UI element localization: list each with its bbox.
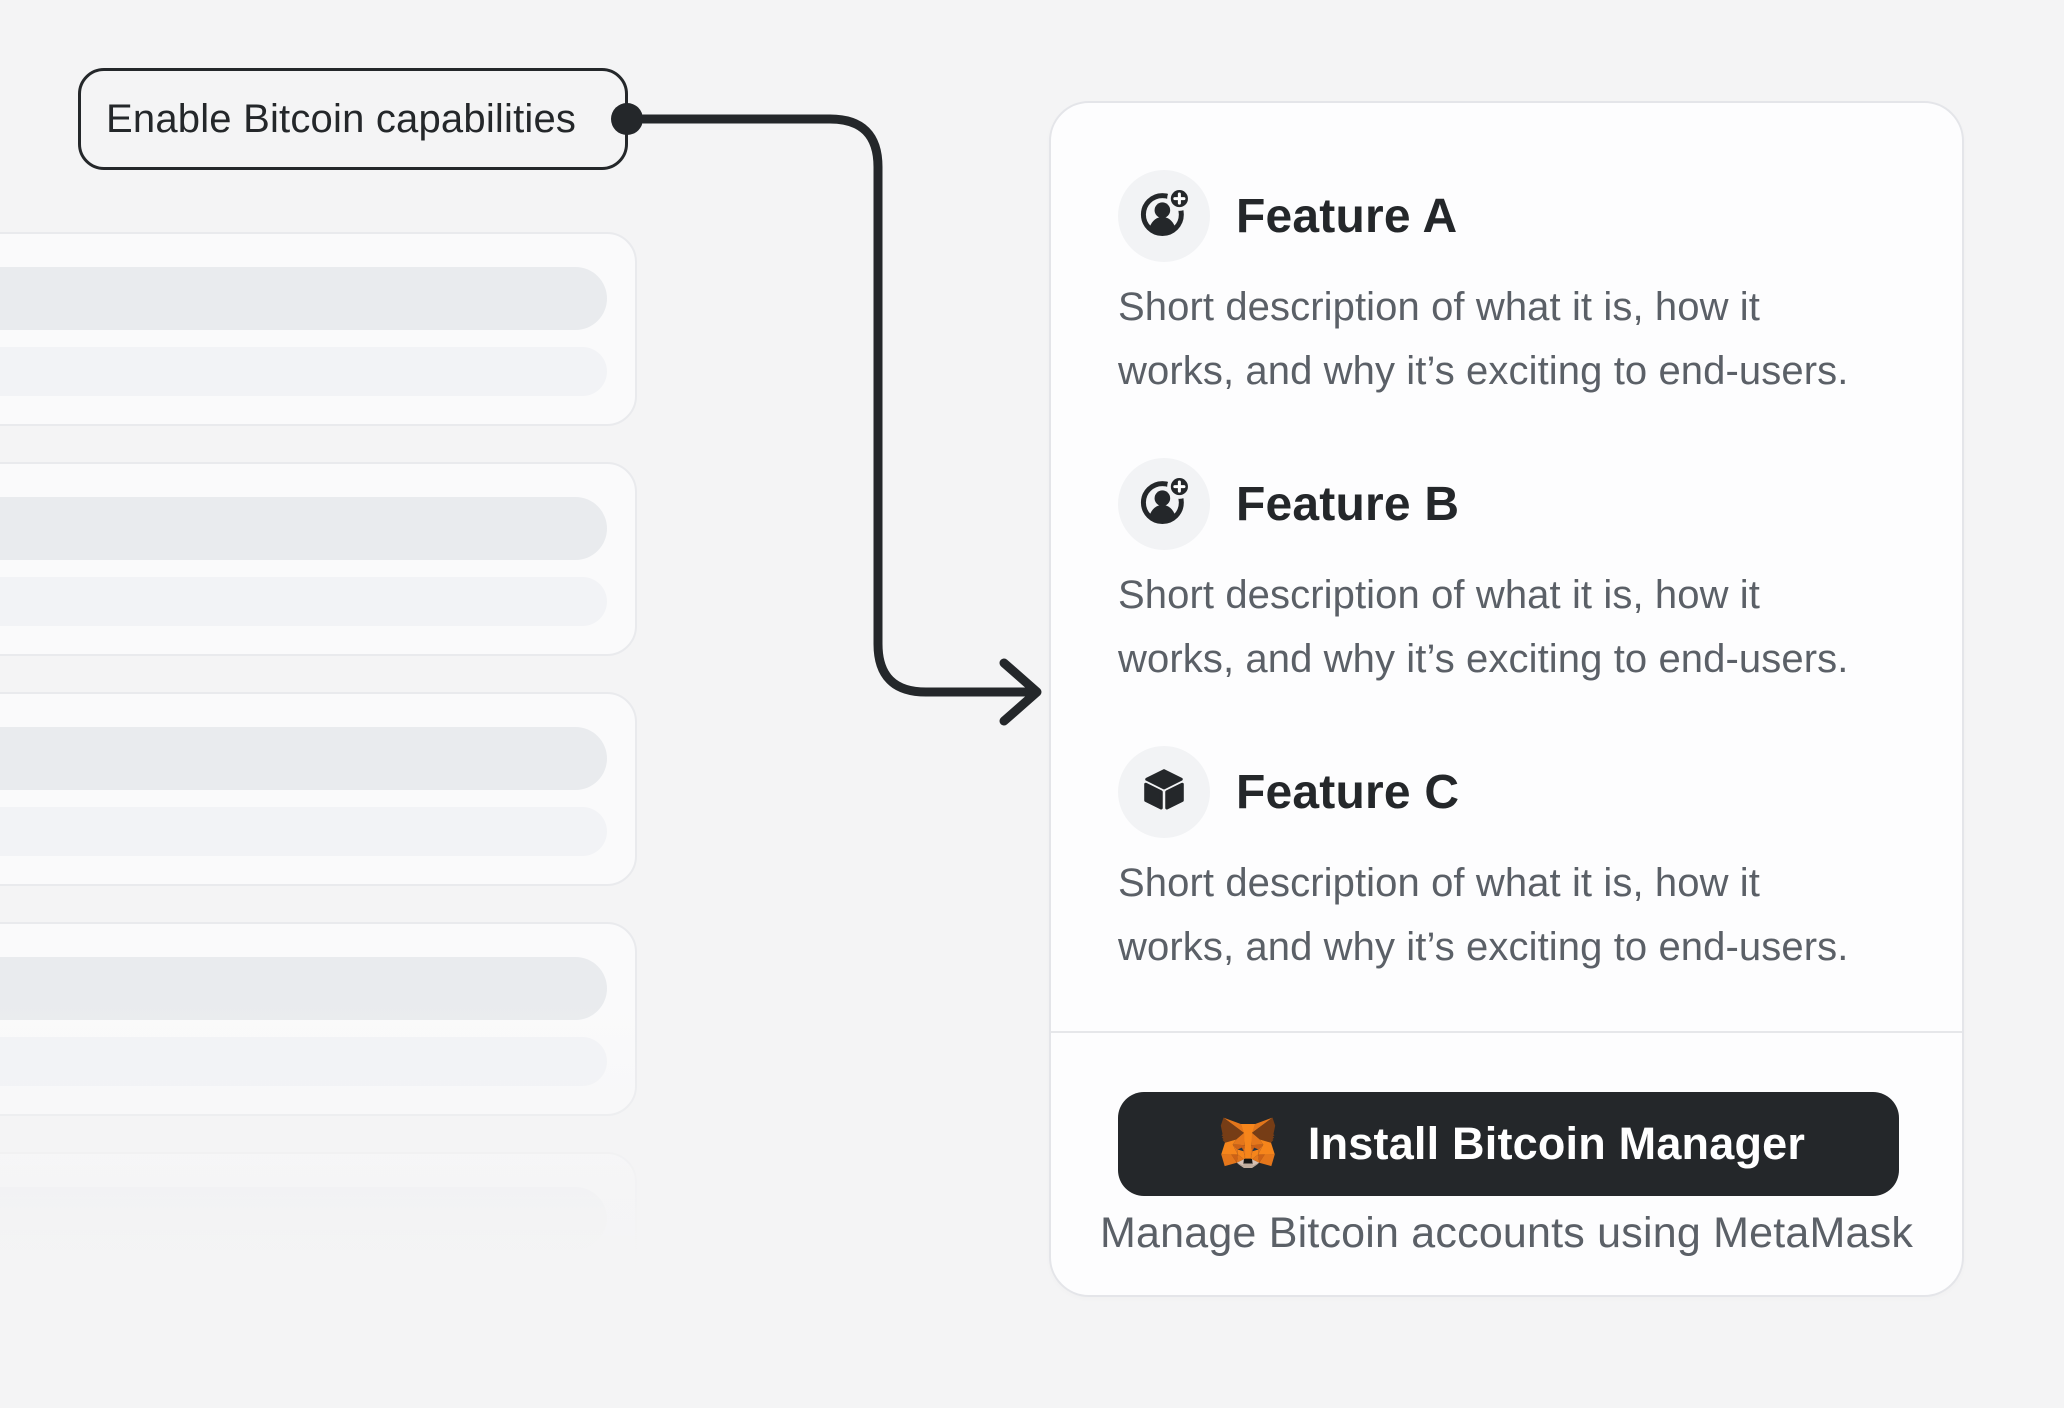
- metamask-fox-icon: [1212, 1110, 1284, 1178]
- skeleton-card: [0, 232, 637, 426]
- annotation-callout: Enable Bitcoin capabilities: [78, 68, 628, 170]
- feature-b-title: Feature B: [1236, 477, 1460, 531]
- skeleton-card: [0, 462, 637, 656]
- feature-row-a: Feature A: [1118, 170, 1457, 262]
- skeleton-card: [0, 922, 637, 1116]
- skeleton-bar: [0, 957, 607, 1020]
- cube-icon: [1139, 765, 1189, 820]
- feature-row-b: Feature B: [1118, 458, 1459, 550]
- user-add-icon: [1138, 185, 1192, 245]
- skeleton-bar: [0, 807, 607, 856]
- annotation-label: Enable Bitcoin capabilities: [106, 96, 577, 141]
- card-caption: Manage Bitcoin accounts using MetaMask: [1099, 1209, 1914, 1257]
- feature-c-icon-circle: [1118, 746, 1210, 838]
- connector-dot: [611, 103, 643, 135]
- feature-row-c: Feature C: [1118, 746, 1459, 838]
- feature-card: Feature A Short description of what it i…: [1049, 101, 1964, 1297]
- feature-c-description: Short description of what it is, how it …: [1118, 861, 1849, 969]
- skeleton-bar: [0, 347, 607, 396]
- feature-a-title: Feature A: [1236, 189, 1458, 243]
- user-add-icon: [1138, 473, 1192, 533]
- card-divider: [1051, 1031, 1962, 1033]
- skeleton-card: [0, 1152, 637, 1346]
- skeleton-bar: [0, 577, 607, 626]
- skeleton-bar: [0, 1187, 607, 1250]
- feature-a-description: Short description of what it is, how it …: [1118, 285, 1849, 393]
- skeleton-bar: [0, 497, 607, 560]
- skeleton-bar: [0, 727, 607, 790]
- skeleton-card: [0, 692, 637, 886]
- feature-a-icon-circle: [1118, 170, 1210, 262]
- feature-c-title: Feature C: [1236, 765, 1460, 819]
- skeleton-bar: [0, 1267, 607, 1316]
- skeleton-bar: [0, 267, 607, 330]
- install-button-label: Install Bitcoin Manager: [1307, 1118, 1806, 1169]
- feature-b-icon-circle: [1118, 458, 1210, 550]
- skeleton-bar: [0, 1037, 607, 1086]
- feature-b-description: Short description of what it is, how it …: [1118, 573, 1849, 681]
- install-bitcoin-manager-button[interactable]: Install Bitcoin Manager: [1118, 1092, 1899, 1196]
